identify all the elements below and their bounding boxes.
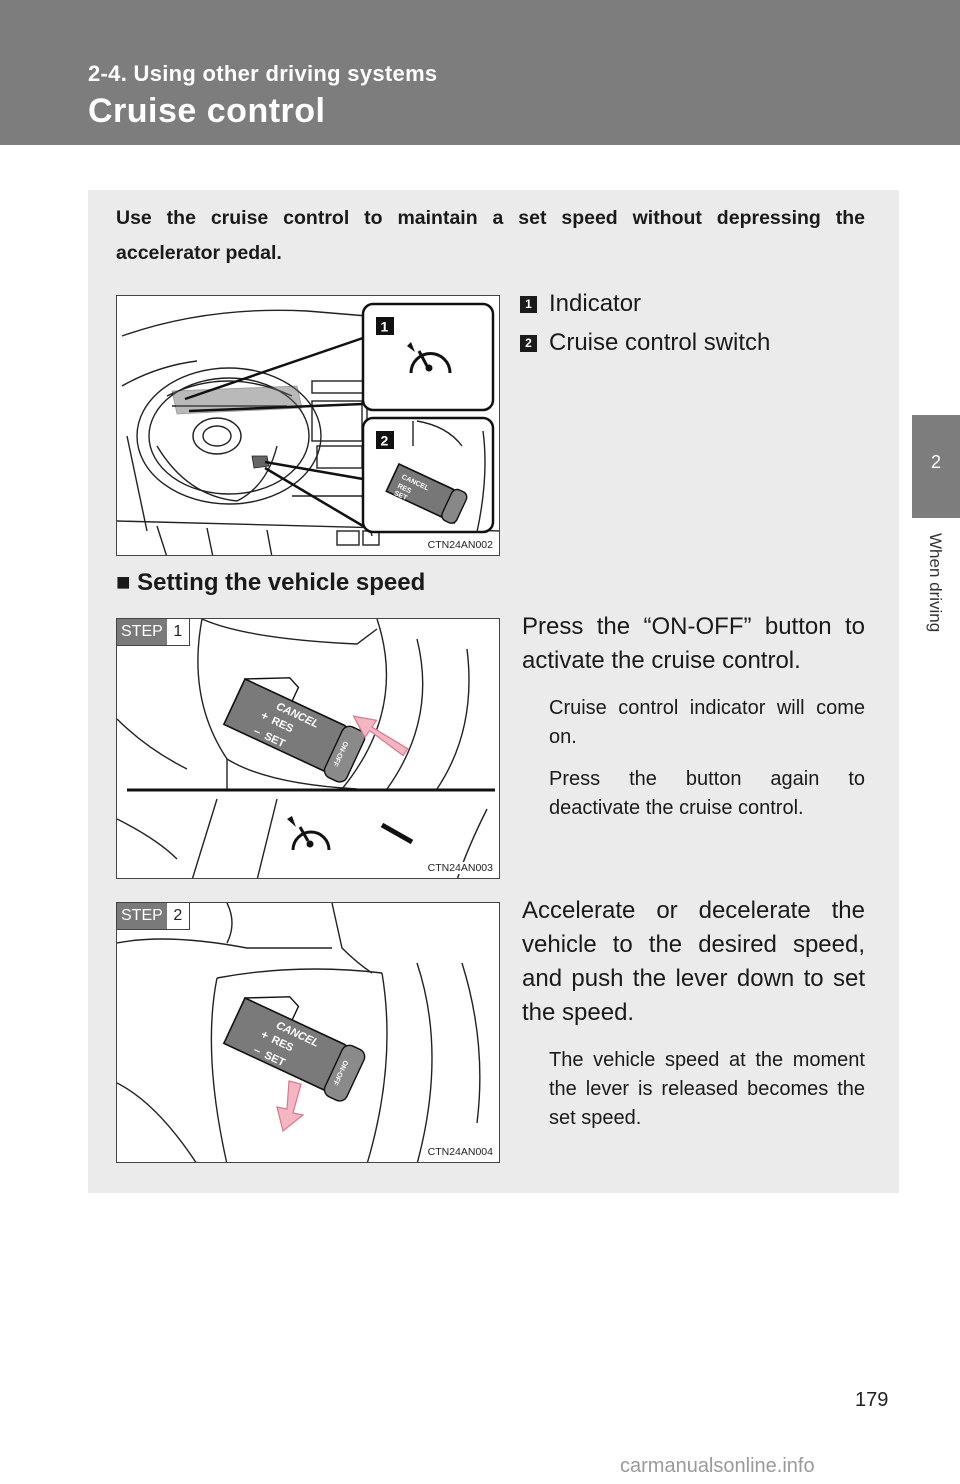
step-2-instruction: Accelerate or decelerate the vehicle to … — [522, 897, 865, 1026]
watermark: carmanualsonline.info — [620, 1455, 815, 1477]
legend-label: Cruise control switch — [549, 329, 771, 356]
step-word: STEP — [117, 619, 167, 645]
legend-item-indicator: 1 Indicator — [520, 290, 641, 318]
step-1-badge: STEP 1 — [117, 619, 190, 646]
section-label: 2-4. Using other driving systems — [88, 61, 438, 86]
step-1-note: Press the button again to deactivate the… — [549, 768, 865, 819]
legend-number: 1 — [520, 295, 537, 313]
page-title: Cruise control — [88, 92, 326, 130]
figure-code: CTN24AN003 — [427, 862, 493, 874]
legend-item-switch: 2 Cruise control switch — [520, 329, 770, 357]
section-heading-text: Setting the vehicle speed — [137, 569, 426, 596]
bullet-square-icon: ■ — [116, 569, 131, 596]
chapter-tab[interactable] — [912, 415, 960, 518]
legend-label: Indicator — [549, 290, 642, 317]
callout-1: 1 — [381, 319, 389, 335]
overview-illustration: CANCEL RES SET 1 2 CTN24AN002 — [116, 295, 500, 556]
callout-2: 2 — [381, 433, 389, 449]
step-number: 2 — [166, 903, 189, 929]
step-1-illustration: CANCEL + RES – SET ON-OFF STEP 1 CTN24AN… — [116, 618, 500, 879]
chapter-tab-number: 2 — [930, 452, 941, 472]
step-2-illustration: CANCEL + RES – SET ON-OFF STEP 2 CTN24AN… — [116, 902, 500, 1163]
push-down-arrow-icon — [276, 1080, 305, 1133]
figure-code: CTN24AN002 — [427, 539, 493, 551]
step-2-note: The vehicle speed at the moment the leve… — [549, 1049, 865, 1129]
step-1-note: Cruise control indicator will come on. — [549, 697, 865, 748]
chapter-tab-label: When driving — [926, 533, 945, 633]
lever-onoff-drawing: CANCEL + RES – SET ON-OFF — [117, 619, 495, 878]
step-2-badge: STEP 2 — [117, 903, 190, 930]
dashboard-drawing: CANCEL RES SET 1 2 — [117, 302, 499, 555]
legend-number: 2 — [520, 334, 537, 352]
step-1-instruction: Press the “ON-OFF” button to activate th… — [522, 613, 865, 674]
intro-text: Use the cruise control to maintain a set… — [116, 207, 865, 264]
step-number: 1 — [166, 619, 189, 645]
lever-set-drawing: CANCEL + RES – SET ON-OFF — [117, 903, 481, 1162]
step-word: STEP — [117, 903, 167, 929]
figure-code: CTN24AN004 — [427, 1146, 493, 1158]
section-heading: ■ Setting the vehicle speed — [116, 569, 425, 597]
page-number: 179 — [855, 1389, 889, 1411]
page-header — [0, 0, 960, 145]
press-arrow-icon — [352, 715, 409, 757]
